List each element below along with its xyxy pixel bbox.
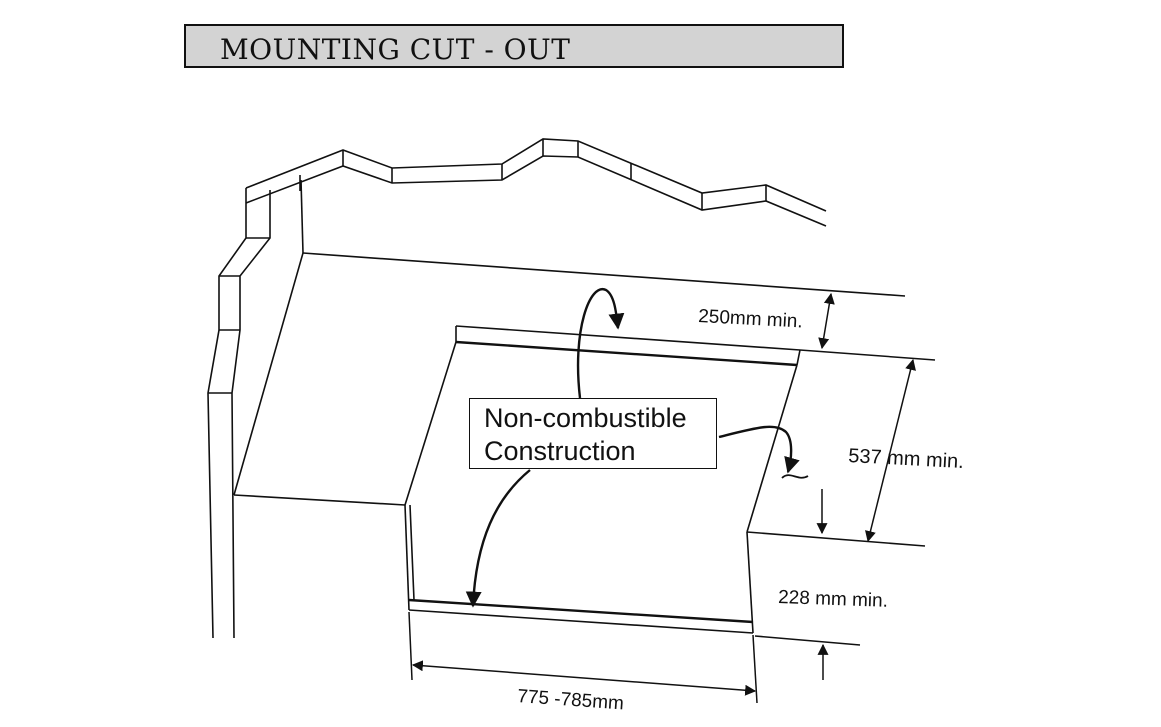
page-title: MOUNTING CUT - OUT bbox=[220, 33, 571, 66]
cutout-back-edge bbox=[455, 340, 798, 367]
side-wall-inner-edge bbox=[231, 190, 271, 639]
back-wall bbox=[245, 138, 827, 254]
cutout bbox=[404, 325, 801, 634]
cutout-bottom-edge bbox=[408, 598, 754, 624]
callout-line-1: Non-combustible bbox=[484, 403, 687, 433]
counter-front-edge bbox=[233, 494, 406, 506]
cutout-back-rim bbox=[455, 325, 801, 351]
cutout-right-edge bbox=[746, 364, 798, 533]
squiggle-mark bbox=[781, 474, 809, 479]
cutout-back-rim-end bbox=[796, 349, 801, 366]
dim-label-228: 228 mm min. bbox=[778, 587, 888, 612]
cutout-right-face bbox=[746, 531, 754, 634]
cutout-left-face-inner bbox=[409, 504, 415, 601]
wall-inner-corner bbox=[300, 179, 304, 254]
wall-top-edge-inner bbox=[245, 155, 827, 227]
dim-250-arrow bbox=[818, 292, 835, 350]
callout-arrow-right bbox=[718, 425, 800, 474]
cutout-bottom-edge-lower bbox=[408, 609, 754, 634]
countertop bbox=[233, 252, 926, 547]
callout-line-2: Construction bbox=[484, 436, 636, 466]
dim-537-arrow bbox=[865, 358, 916, 543]
cutout-left-face bbox=[404, 504, 410, 611]
callout-arrow-down bbox=[465, 469, 531, 608]
side-wall bbox=[207, 188, 271, 639]
extension-line bbox=[752, 634, 758, 704]
callout-label: Non-combustible Construction bbox=[469, 398, 717, 469]
side-wall-outer-edge bbox=[207, 188, 247, 639]
extension-line bbox=[754, 635, 861, 646]
counter-left-edge bbox=[233, 252, 304, 496]
title-bar: MOUNTING CUT - OUT bbox=[184, 24, 844, 68]
callout-arrow-back bbox=[576, 287, 625, 399]
dim-width-arrow bbox=[411, 660, 757, 696]
dim-label-width: 775 -785mm bbox=[517, 686, 625, 714]
counter-front-right-edge bbox=[746, 531, 926, 547]
dim-label-537: 537 mm min. bbox=[848, 445, 965, 473]
dimensions bbox=[408, 292, 936, 704]
cutout-left-edge bbox=[404, 341, 457, 506]
counter-back-edge bbox=[302, 252, 906, 297]
dim-label-250: 250mm min. bbox=[698, 306, 803, 332]
wall-top-edge-outer bbox=[245, 138, 827, 212]
extension-line bbox=[799, 349, 936, 361]
extension-line bbox=[408, 611, 413, 681]
callout-arrows bbox=[465, 287, 809, 608]
